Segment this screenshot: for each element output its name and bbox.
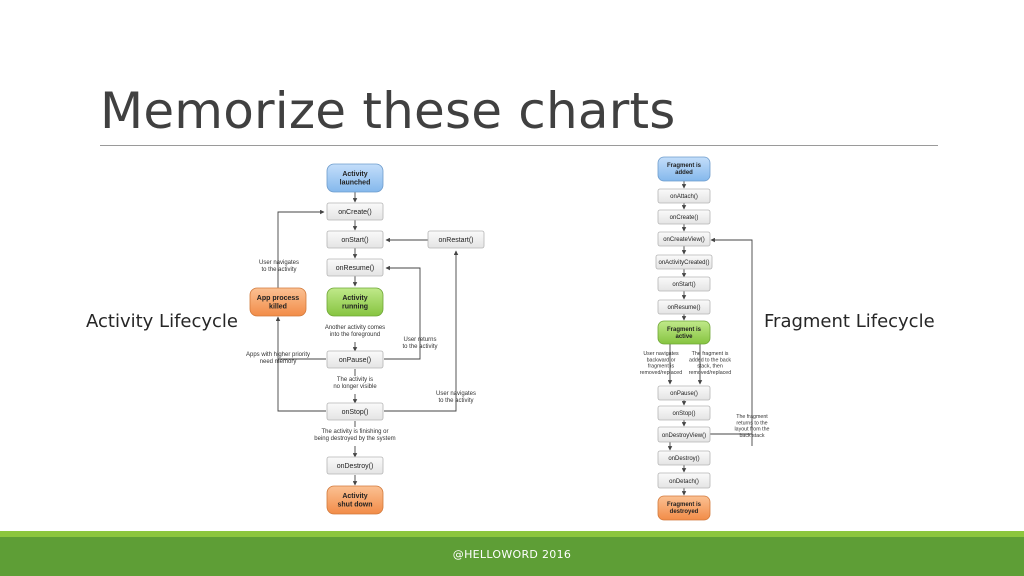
activity-on-resume-node: onResume() <box>326 258 384 277</box>
fragment-on-detach-node: onDetach() <box>657 472 711 489</box>
activity-on-create-node: onCreate() <box>326 202 384 221</box>
svg-text:onResume(): onResume() <box>336 265 375 272</box>
svg-text:onPause(): onPause() <box>670 391 698 397</box>
svg-text:onDestroyView(): onDestroyView() <box>662 433 706 439</box>
footer-band <box>0 531 1024 576</box>
fragment-on-resume-node: onResume() <box>657 299 711 315</box>
svg-text:onDestroy(): onDestroy() <box>337 463 374 470</box>
svg-text:onDetach(): onDetach() <box>669 479 699 485</box>
activity-on-pause-node: onPause() <box>326 350 384 369</box>
footer-accent-strip <box>0 531 1024 537</box>
fragment-on-attach-node: onAttach() <box>657 188 711 204</box>
fragment-on-stop-node: onStop() <box>657 405 711 421</box>
fragment-on-activity-created-node: onActivityCreated() <box>655 254 713 270</box>
svg-text:onCreateView(): onCreateView() <box>663 237 705 243</box>
svg-text:onDestroy(): onDestroy() <box>668 456 699 462</box>
svg-text:onRestart(): onRestart() <box>438 237 473 244</box>
fragment-on-start-node: onStart() <box>657 276 711 292</box>
activity-on-destroy-node: onDestroy() <box>326 456 384 475</box>
fragment-on-pause-node: onPause() <box>657 385 711 401</box>
svg-text:onPause(): onPause() <box>339 357 371 364</box>
fragment-on-destroy-node: onDestroy() <box>657 450 711 466</box>
svg-text:onStop(): onStop() <box>342 409 369 416</box>
activity-on-restart-node: onRestart() <box>427 230 485 249</box>
activity-on-start-node: onStart() <box>326 230 384 249</box>
title-divider <box>100 145 938 146</box>
slide-title: Memorize these charts <box>100 82 676 140</box>
svg-text:onAttach(): onAttach() <box>670 194 698 200</box>
svg-text:onResume(): onResume() <box>667 305 700 311</box>
svg-text:onStart(): onStart() <box>341 237 368 244</box>
svg-text:onCreate(): onCreate() <box>338 209 371 216</box>
activity-lifecycle-label: Activity Lifecycle <box>86 311 238 332</box>
fragment-on-create-view-node: onCreateView() <box>657 231 711 247</box>
fragment-lifecycle-label: Fragment Lifecycle <box>764 311 935 332</box>
fragment-arrows <box>667 181 753 496</box>
activity-on-stop-node: onStop() <box>326 402 384 421</box>
svg-text:onStart(): onStart() <box>672 282 695 288</box>
fragment-on-destroy-view-node: onDestroyView() <box>657 426 711 443</box>
svg-text:onStop(): onStop() <box>672 411 695 417</box>
fragment-on-create-node: onCreate() <box>657 209 711 225</box>
svg-text:onActivityCreated(): onActivityCreated() <box>658 260 709 266</box>
svg-text:onCreate(): onCreate() <box>670 215 699 221</box>
activity-arrows <box>275 192 459 486</box>
footer-text: @HELLOWORD 2016 <box>452 548 572 561</box>
